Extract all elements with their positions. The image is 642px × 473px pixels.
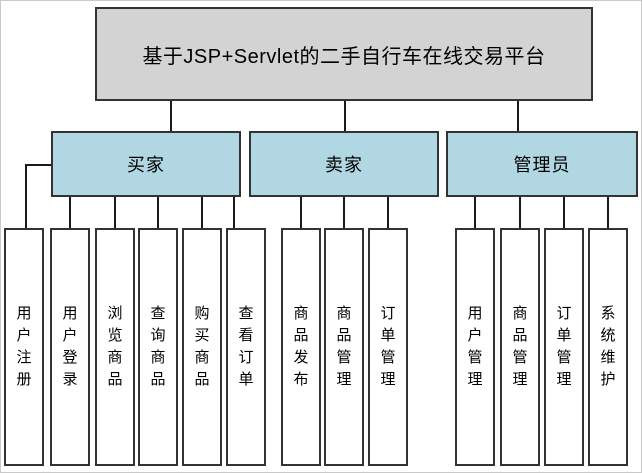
branch-node-seller: 卖家 [249,131,439,197]
connector-buyer-child-3 [114,197,116,228]
leaf-node-search-products: 查 询 商 品 [138,228,178,466]
connector-seller-child-1 [300,197,302,228]
leaf-node-order-manage-admin: 订 单 管 理 [544,228,584,466]
connector-buyer-elbow-horizontal [25,164,51,166]
connector-root-seller [344,101,346,131]
connector-buyer-child-2 [69,197,71,228]
connector-seller-child-3 [387,197,389,228]
connector-root-admin [517,101,519,131]
connector-admin-child-3 [563,197,565,228]
connector-buyer-child-6 [233,197,235,228]
leaf-node-user-manage: 用 户 管 理 [455,228,495,466]
connector-admin-child-4 [607,197,609,228]
leaf-node-user-login: 用 户 登 录 [50,228,90,466]
connector-seller-child-2 [343,197,345,228]
branch-node-buyer: 买家 [51,131,241,197]
connector-root-buyer [170,101,172,131]
leaf-node-system-maintain: 系 统 维 护 [588,228,628,466]
connector-admin-child-2 [519,197,521,228]
connector-buyer-child-5 [201,197,203,228]
leaf-node-buy-products: 购 买 商 品 [182,228,222,466]
root-node-platform-title: 基于JSP+Servlet的二手自行车在线交易平台 [95,7,593,101]
connector-buyer-child-4 [157,197,159,228]
branch-node-admin: 管理员 [446,131,638,197]
leaf-node-product-manage-admin: 商 品 管 理 [500,228,540,466]
leaf-node-product-publish: 商 品 发 布 [281,228,321,466]
connector-buyer-elbow-vertical [25,164,27,228]
connector-admin-child-1 [474,197,476,228]
leaf-node-user-register: 用 户 注 册 [4,228,44,466]
leaf-node-product-manage: 商 品 管 理 [324,228,364,466]
leaf-node-view-orders: 查 看 订 单 [226,228,266,466]
leaf-node-browse-products: 浏 览 商 品 [95,228,135,466]
leaf-node-order-manage: 订 单 管 理 [368,228,408,466]
